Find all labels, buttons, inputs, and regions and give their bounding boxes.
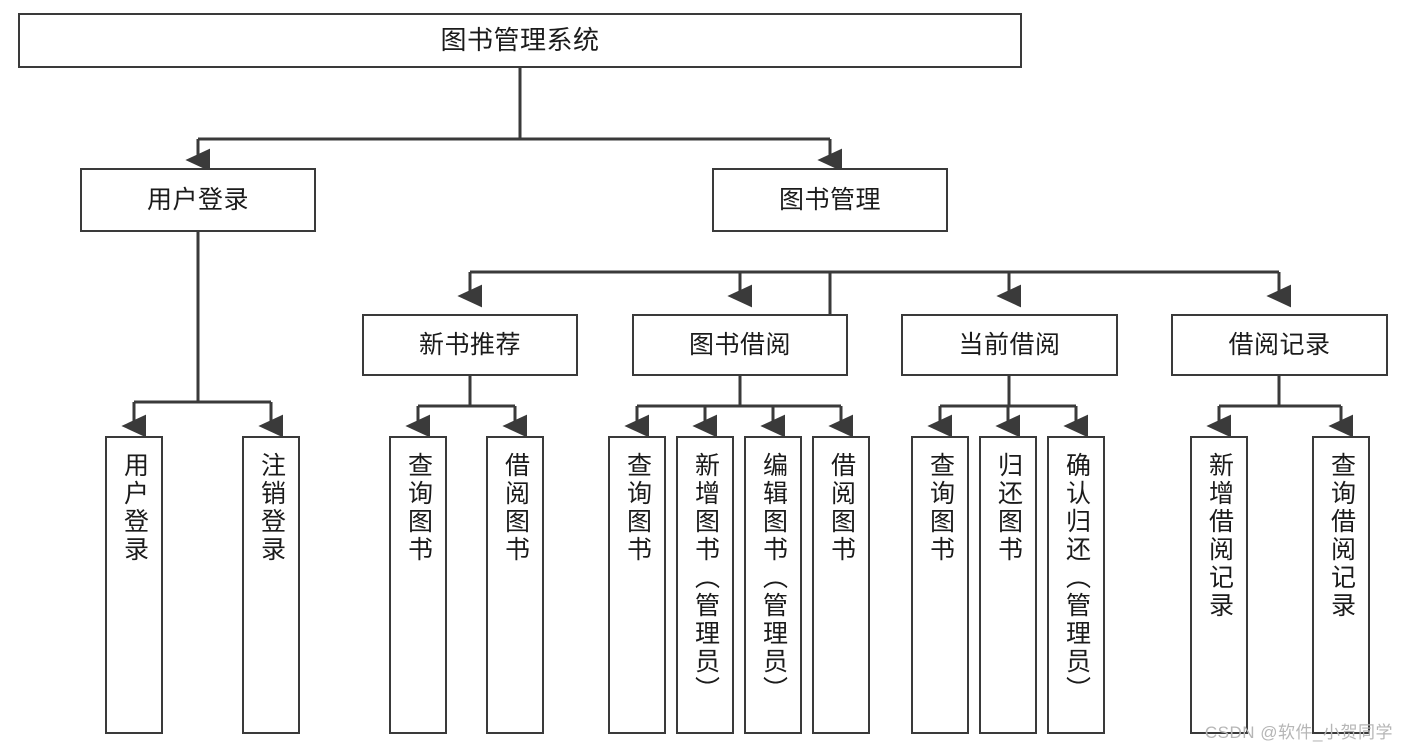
node-borrow-record-label: 借阅记录: [1228, 331, 1331, 359]
node-new-book-recommend-label: 新书推荐: [418, 331, 521, 359]
leaf-query-book-borrow-label: 查询图书: [623, 452, 652, 564]
leaf-add-borrow-record-label: 新增借阅记录: [1205, 452, 1234, 620]
leaf-edit-book-admin-label: 编辑图书（管理员）: [759, 452, 788, 704]
node-book-manage-label: 图书管理: [778, 186, 881, 214]
leaf-borrow-book-recommend[interactable]: 借阅图书: [486, 436, 544, 734]
leaf-add-book-admin[interactable]: 新增图书（管理员）: [676, 436, 734, 734]
leaf-borrow-book-recommend-label: 借阅图书: [501, 452, 530, 564]
leaf-return-book[interactable]: 归还图书: [979, 436, 1037, 734]
leaf-return-book-label: 归还图书: [994, 452, 1023, 564]
leaf-confirm-return-admin[interactable]: 确认归还（管理员）: [1047, 436, 1105, 734]
leaf-query-borrow-record-label: 查询借阅记录: [1327, 452, 1356, 620]
node-root-label: 图书管理系统: [440, 24, 600, 55]
leaf-query-borrow-record[interactable]: 查询借阅记录: [1312, 436, 1370, 734]
node-borrow-record[interactable]: 借阅记录: [1171, 314, 1388, 376]
node-book-borrow-label: 图书借阅: [688, 331, 791, 359]
node-current-borrow-label: 当前借阅: [958, 331, 1061, 359]
leaf-edit-book-admin[interactable]: 编辑图书（管理员）: [744, 436, 802, 734]
leaf-user-login-label: 用户登录: [120, 452, 149, 564]
leaf-query-book-recommend[interactable]: 查询图书: [389, 436, 447, 734]
node-user-login-label: 用户登录: [146, 186, 249, 214]
leaf-add-book-admin-label: 新增图书（管理员）: [691, 452, 720, 704]
csdn-watermark: CSDN @软件_小贺同学: [1204, 723, 1393, 742]
leaf-confirm-return-admin-label: 确认归还（管理员）: [1062, 452, 1091, 704]
node-book-borrow[interactable]: 图书借阅: [632, 314, 848, 376]
leaf-query-book-current-label: 查询图书: [926, 452, 955, 564]
node-current-borrow[interactable]: 当前借阅: [901, 314, 1118, 376]
node-user-login[interactable]: 用户登录: [80, 168, 316, 232]
leaf-borrow-book-borrow-label: 借阅图书: [827, 452, 856, 564]
node-new-book-recommend[interactable]: 新书推荐: [362, 314, 578, 376]
leaf-user-login[interactable]: 用户登录: [105, 436, 163, 734]
leaf-add-borrow-record[interactable]: 新增借阅记录: [1190, 436, 1248, 734]
leaf-logout-label: 注销登录: [257, 452, 286, 564]
leaf-query-book-recommend-label: 查询图书: [404, 452, 433, 564]
leaf-query-book-current[interactable]: 查询图书: [911, 436, 969, 734]
node-root[interactable]: 图书管理系统: [18, 13, 1022, 68]
leaf-query-book-borrow[interactable]: 查询图书: [608, 436, 666, 734]
leaf-logout[interactable]: 注销登录: [242, 436, 300, 734]
leaf-borrow-book-borrow[interactable]: 借阅图书: [812, 436, 870, 734]
node-book-manage[interactable]: 图书管理: [712, 168, 948, 232]
